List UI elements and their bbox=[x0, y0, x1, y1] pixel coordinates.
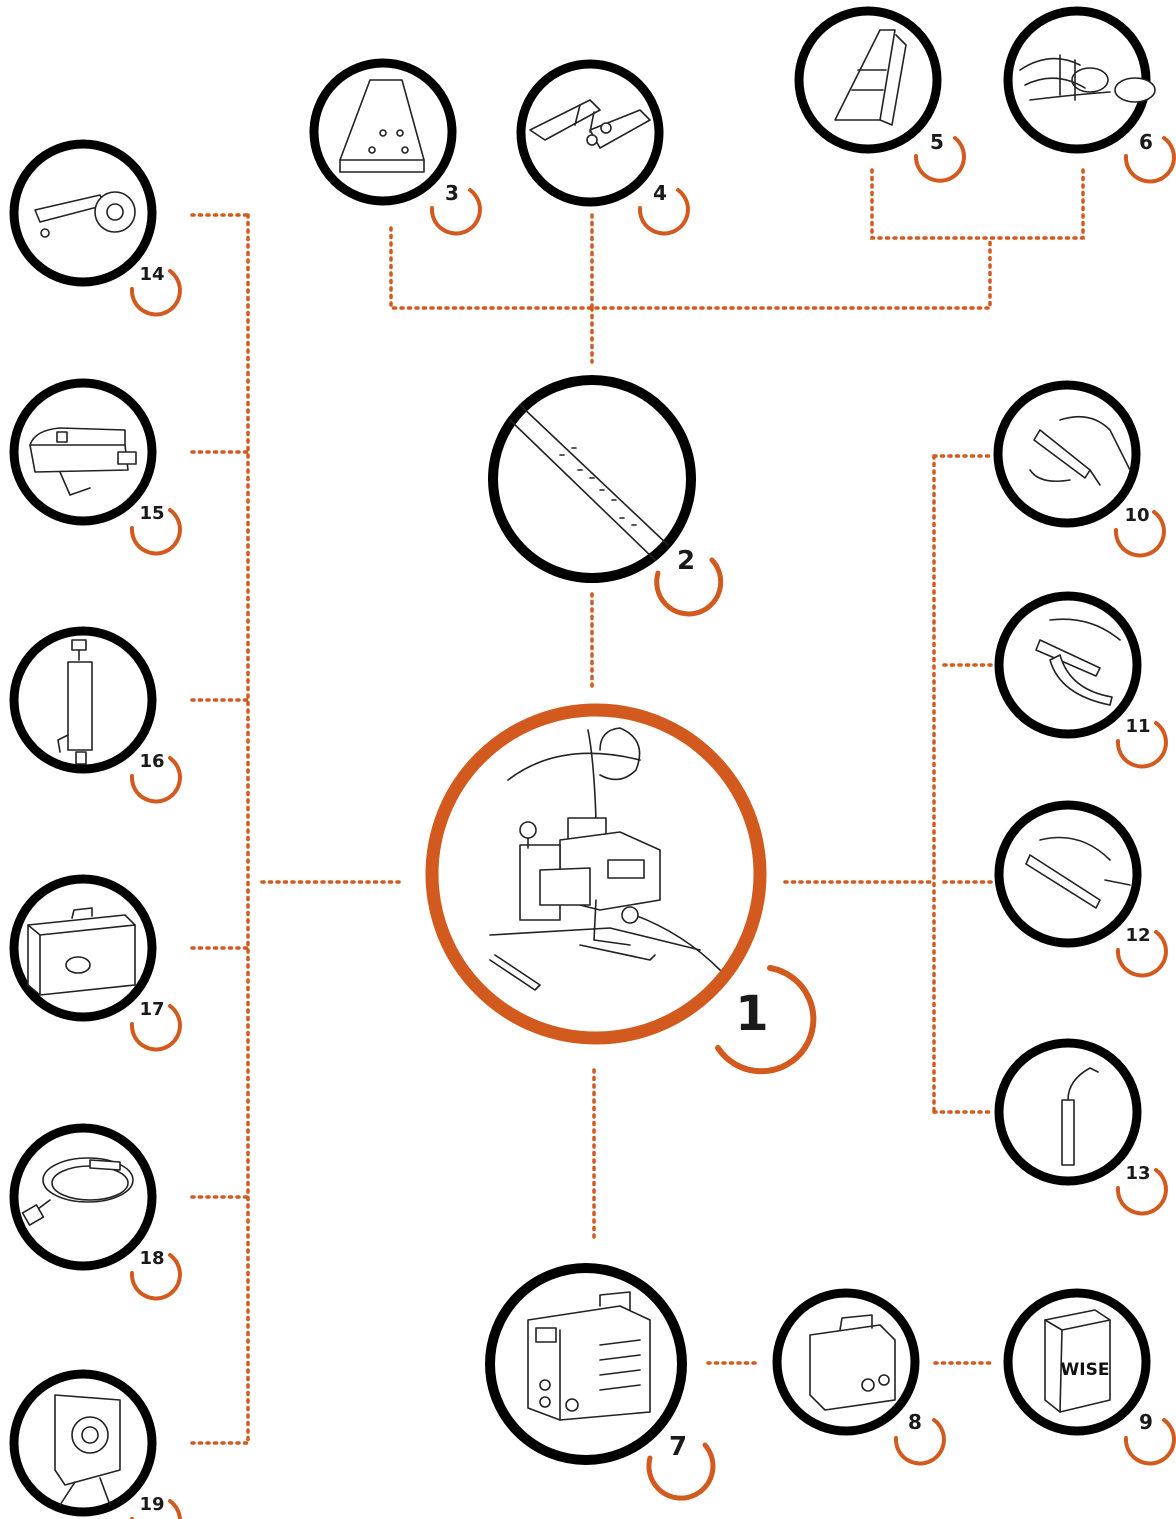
node-10-number: 10 bbox=[1124, 505, 1149, 526]
node-3-number: 3 bbox=[445, 181, 459, 205]
node-5-number: 5 bbox=[930, 130, 944, 154]
node-13[interactable]: 13 bbox=[999, 1043, 1166, 1213]
node-17-number: 17 bbox=[139, 999, 164, 1020]
node-11[interactable]: 11 bbox=[999, 596, 1166, 766]
node-18-number: 18 bbox=[139, 1248, 164, 1269]
node-9-number: 9 bbox=[1139, 1410, 1153, 1434]
node-14-number: 14 bbox=[139, 264, 164, 285]
node-7[interactable]: 7 bbox=[490, 1268, 713, 1498]
node-18[interactable]: 18 bbox=[14, 1128, 180, 1298]
node-5[interactable]: 5 bbox=[799, 11, 964, 181]
node-11-number: 11 bbox=[1125, 716, 1150, 737]
node-8-number: 8 bbox=[908, 1410, 922, 1434]
node-1[interactable]: 1 bbox=[432, 710, 813, 1071]
node-2[interactable]: 2 bbox=[493, 380, 721, 614]
node-14[interactable]: 14 bbox=[14, 144, 180, 314]
node-12[interactable]: 12 bbox=[999, 805, 1166, 975]
node-8[interactable]: 8 bbox=[777, 1293, 944, 1463]
node-13-number: 13 bbox=[1125, 1163, 1150, 1184]
node-3[interactable]: 3 bbox=[314, 63, 480, 233]
node-7-number: 7 bbox=[669, 1432, 687, 1462]
node-12-number: 12 bbox=[1125, 925, 1150, 946]
node-9[interactable]: 9 WISE bbox=[1008, 1293, 1174, 1463]
node-16[interactable]: 16 bbox=[14, 631, 180, 801]
node-4-number: 4 bbox=[653, 181, 667, 205]
node-1-number: 1 bbox=[735, 986, 768, 1042]
node-16-number: 16 bbox=[139, 751, 164, 772]
node-10[interactable]: 10 bbox=[998, 385, 1164, 555]
node-6[interactable]: 6 bbox=[1008, 11, 1174, 181]
software-box-icon: WISE bbox=[1045, 1310, 1110, 1412]
node-6-number: 6 bbox=[1139, 130, 1153, 154]
node-15[interactable]: 15 bbox=[14, 383, 180, 553]
node-4[interactable]: 4 bbox=[521, 64, 688, 233]
node-15-number: 15 bbox=[139, 503, 164, 524]
wise-label: WISE bbox=[1061, 1360, 1110, 1380]
node-19-number: 19 bbox=[139, 1494, 164, 1515]
node-2-number: 2 bbox=[677, 546, 695, 576]
node-17[interactable]: 17 bbox=[14, 879, 180, 1049]
node-19[interactable]: 19 bbox=[14, 1374, 180, 1519]
